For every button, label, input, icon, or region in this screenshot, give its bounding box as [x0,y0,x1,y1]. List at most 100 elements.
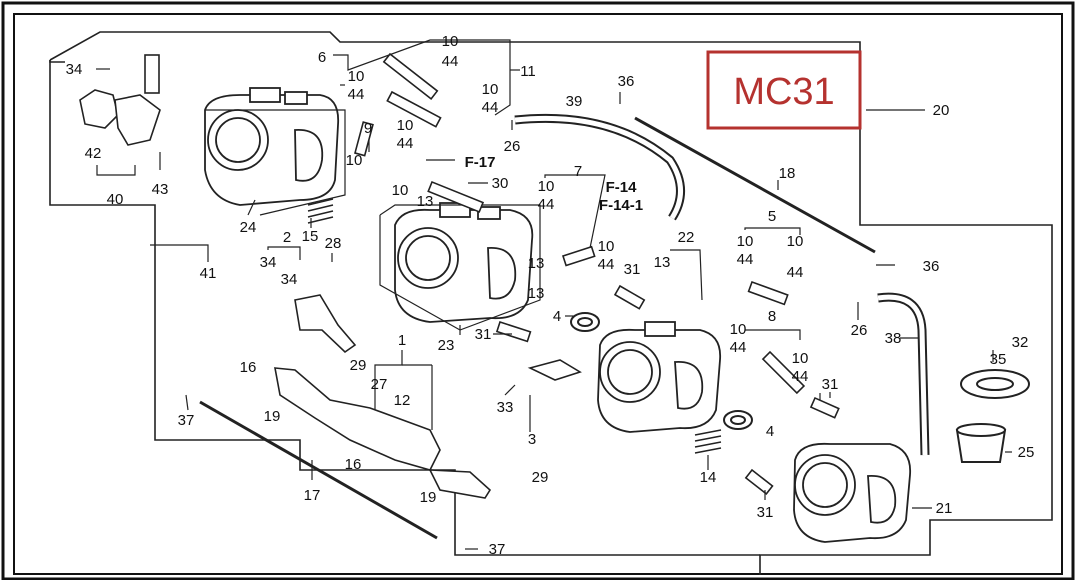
callout-37: 37 [489,541,506,558]
callout-44: 44 [792,368,809,385]
callout-10: 10 [442,33,459,50]
callout-10: 10 [397,117,414,134]
callout-31: 31 [624,261,641,278]
callout-4: 4 [553,308,561,325]
carburetor-body-24 [204,87,340,206]
callout-8: 8 [768,308,776,325]
carburetor-body-22 [597,321,722,433]
assembly-boundary-left [49,60,760,556]
callout-7: 7 [574,163,582,180]
callout-19: 19 [264,408,281,425]
callout-44: 44 [737,251,754,268]
callout-28: 28 [325,235,342,252]
callout-32: 32 [1012,334,1029,351]
callout-34: 34 [281,271,298,288]
callout-31: 31 [475,326,492,343]
callout-44: 44 [482,99,499,116]
callout-42: 42 [85,145,102,162]
callout-34: 34 [260,254,277,271]
link-plates [274,294,582,499]
callout-labels: 34 42 40 43 6 10 44 10 44 11 10 44 10 44… [66,33,1035,558]
callout-10: 10 [787,233,804,250]
callout-41: 41 [200,265,217,282]
callout-9: 9 [364,120,372,137]
throttle-shaft-17 [199,400,438,540]
joint-pipes [354,52,840,496]
callout-44: 44 [348,86,365,103]
callout-36: 36 [923,258,940,275]
callout-11: 11 [520,63,536,80]
callout-16: 16 [345,456,362,473]
throttle-sensor [79,54,161,146]
callout-10: 10 [392,182,409,199]
callout-10: 10 [730,321,747,338]
callout-26: 26 [851,322,868,339]
springs [307,198,722,454]
callout-44: 44 [538,196,555,213]
callout-f14-1: F-14-1 [599,197,643,214]
choke-shaft-20 [634,116,876,254]
callout-10: 10 [737,233,754,250]
callout-16: 16 [240,359,257,376]
callout-3: 3 [528,431,536,448]
callout-26: 26 [504,138,521,155]
carburetor-body-23 [394,202,534,323]
callout-10: 10 [346,152,363,169]
callout-34: 34 [66,61,83,78]
callout-44: 44 [787,264,804,281]
callout-44: 44 [397,135,414,152]
callout-31: 31 [822,376,839,393]
model-badge-text: MC31 [733,71,834,113]
callout-14: 14 [700,469,717,486]
callout-44: 44 [730,339,747,356]
callout-22: 22 [678,229,695,246]
callout-13: 13 [528,285,545,302]
callout-25: 25 [1018,444,1035,461]
callout-12: 12 [394,392,411,409]
callout-f17: F-17 [465,154,496,171]
callout-36: 36 [618,73,635,90]
model-badge [706,50,862,130]
callout-20: 20 [933,102,950,119]
callout-10: 10 [792,350,809,367]
callout-29: 29 [350,357,367,374]
callout-33: 33 [497,399,514,416]
callout-30: 30 [492,175,509,192]
assembly-boundary [49,31,1053,575]
callout-35: 35 [990,351,1007,368]
callout-10: 10 [482,81,499,98]
callout-13: 13 [417,193,434,210]
callout-29: 29 [532,469,549,486]
callout-40: 40 [107,191,124,208]
callout-13: 13 [654,254,671,271]
callout-10: 10 [538,178,555,195]
callout-44: 44 [442,53,459,70]
callout-23: 23 [438,337,455,354]
callout-2: 2 [283,229,291,246]
callout-1: 1 [398,332,406,349]
callout-39: 39 [566,93,583,110]
callout-6: 6 [318,49,326,66]
callout-13: 13 [528,255,545,272]
callout-10: 10 [348,68,365,85]
callout-27: 27 [371,376,388,393]
callout-10: 10 [598,238,615,255]
callout-17: 17 [304,487,321,504]
callout-38: 38 [885,330,902,347]
seals [570,312,1030,463]
callout-f14: F-14 [606,179,638,196]
callout-43: 43 [152,181,169,198]
callout-44: 44 [598,256,615,273]
callout-18: 18 [779,165,796,182]
callout-37: 37 [178,412,195,429]
carburetor-body-21 [793,442,912,543]
callout-4: 4 [766,423,774,440]
callout-5: 5 [768,208,776,225]
callout-15: 15 [302,228,319,245]
callout-21: 21 [936,500,953,517]
leader-lines [96,39,1012,550]
callout-19: 19 [420,489,437,506]
callout-31: 31 [757,504,774,521]
